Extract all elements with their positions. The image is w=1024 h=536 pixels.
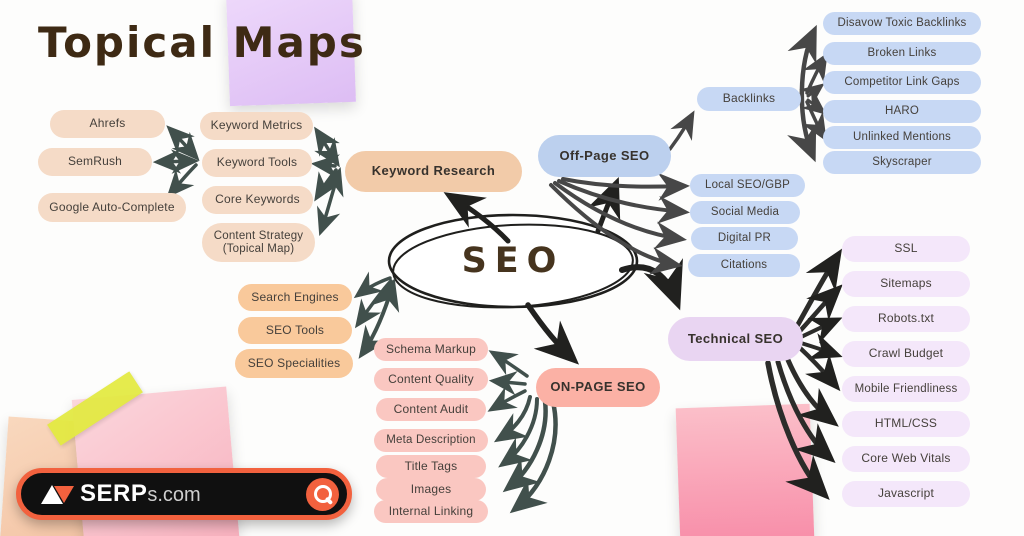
node-technical-seo: Technical SEO xyxy=(668,317,803,361)
node-robots-txt: Robots.txt xyxy=(842,306,970,332)
brand-bold-text: SERP xyxy=(80,480,148,507)
node-keyword-tools: Keyword Tools xyxy=(202,149,312,177)
node-meta-description: Meta Description xyxy=(374,429,488,452)
node-schema-markup: Schema Markup xyxy=(374,338,488,361)
node-on-page-seo: ON-PAGE SEO xyxy=(536,368,660,407)
node-digital-pr: Digital PR xyxy=(691,227,798,250)
page-title: Topical Maps xyxy=(38,18,366,67)
brand-rest-text: s.com xyxy=(147,484,201,506)
node-core-web-vitals: Core Web Vitals xyxy=(842,446,970,472)
node-seo-specialities: SEO Specialities xyxy=(235,349,353,378)
logo-triangle-icon xyxy=(41,484,74,504)
node-content-audit: Content Audit xyxy=(376,398,486,421)
node-javascript: Javascript xyxy=(842,481,970,507)
node-ahrefs: Ahrefs xyxy=(50,110,165,138)
node-title-tags: Title Tags xyxy=(376,455,486,478)
node-skyscraper: Skyscraper xyxy=(823,151,981,174)
node-unlinked-mentions: Unlinked Mentions xyxy=(823,126,981,149)
serps-logo-bar: SERPs.com xyxy=(16,468,352,520)
node-haro: HARO xyxy=(823,100,981,123)
brand-name: SERPs.com xyxy=(80,480,201,508)
center-seo: SEO xyxy=(461,241,565,281)
node-keyword-metrics: Keyword Metrics xyxy=(200,112,313,140)
node-broken-links: Broken Links xyxy=(823,42,981,65)
node-seo-tools: SEO Tools xyxy=(238,317,352,344)
node-competitor-link-gaps: Competitor Link Gaps xyxy=(823,71,981,94)
node-citations: Citations xyxy=(688,254,800,277)
node-crawl-budget: Crawl Budget xyxy=(842,341,970,367)
node-html-css: HTML/CSS xyxy=(842,411,970,437)
node-local-seo-gbp: Local SEO/GBP xyxy=(690,174,805,197)
node-internal-linking: Internal Linking xyxy=(374,500,488,523)
node-core-keywords: Core Keywords xyxy=(202,186,313,214)
node-disavow-toxic-backlinks: Disavow Toxic Backlinks xyxy=(823,12,981,35)
node-semrush: SemRush xyxy=(38,148,152,176)
node-social-media: Social Media xyxy=(690,201,800,224)
node-off-page-seo: Off-Page SEO xyxy=(538,135,671,177)
node-images: Images xyxy=(376,478,486,501)
node-mobile-friendliness: Mobile Friendliness xyxy=(842,376,970,402)
node-ssl: SSL xyxy=(842,236,970,262)
node-backlinks: Backlinks xyxy=(697,87,801,111)
node-keyword-research: Keyword Research xyxy=(345,151,522,192)
sticky-note-pink-right xyxy=(675,403,815,536)
node-google-auto-complete: Google Auto-Complete xyxy=(38,193,186,222)
node-search-engines: Search Engines xyxy=(238,284,352,311)
node-sitemaps: Sitemaps xyxy=(842,271,970,297)
node-content-strategy: Content Strategy (Topical Map) xyxy=(202,223,315,262)
search-icon xyxy=(306,477,339,511)
node-content-quality: Content Quality xyxy=(374,368,488,391)
